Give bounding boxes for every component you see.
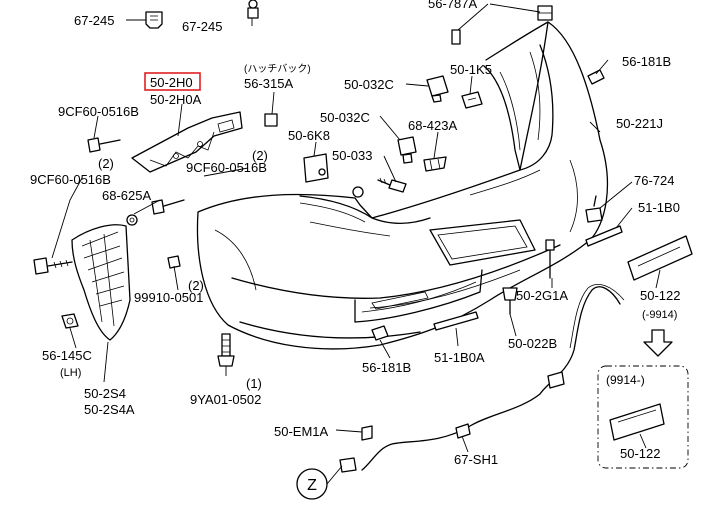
label-50-2s4: 50-2S4 bbox=[84, 386, 126, 401]
label-50-032c-a: 50-032C bbox=[344, 77, 394, 92]
label-50-122-b: 50-122 bbox=[620, 446, 660, 461]
nut-68-625a-icon bbox=[126, 214, 138, 226]
grommet-50-032c-top-icon bbox=[426, 75, 449, 103]
label-9cf60-mid: 9CF60-0516B bbox=[186, 160, 267, 175]
screw-50-033-icon bbox=[377, 177, 407, 193]
label-hatchback: (ハッチバック) bbox=[244, 63, 311, 75]
label-56-181b-top-icon bbox=[587, 69, 605, 85]
label-9cf60-left: 9CF60-0516B bbox=[30, 172, 111, 187]
bolt-9ya01-icon bbox=[217, 333, 235, 367]
label-qty2-a: (2) bbox=[252, 148, 268, 163]
cap-50-2g1a-icon bbox=[545, 239, 555, 279]
clip-99910-icon bbox=[167, 255, 181, 269]
label-68-625a: 68-625A bbox=[102, 188, 151, 203]
label-50-6k8: 50-6K8 bbox=[288, 128, 330, 143]
wiring-harness-67-sh1 bbox=[339, 284, 625, 473]
label-51-1b0: 51-1B0 bbox=[638, 200, 680, 215]
label-50-2h0a: 50-2H0A bbox=[150, 92, 202, 107]
label-50-032c-b: 50-032C bbox=[320, 110, 370, 125]
bolt-9cf60-left-icon bbox=[33, 257, 73, 275]
fastener-56-145c-icon bbox=[61, 313, 79, 329]
bolt-76-724-icon bbox=[585, 195, 603, 223]
side-bracket-50-2s4-icon bbox=[71, 224, 131, 341]
bracket-50-6k8-icon bbox=[303, 153, 329, 183]
label-50-022b: 50-022B bbox=[508, 336, 557, 351]
label-lh: (LH) bbox=[60, 367, 81, 379]
label-range-9914: (-9914) bbox=[642, 309, 677, 321]
zone-z-callout: Z bbox=[296, 465, 343, 500]
nut-icon bbox=[352, 186, 364, 198]
clip-67-245-icon bbox=[145, 0, 259, 29]
highlight-box-50-2h0 bbox=[144, 72, 201, 91]
label-56-787a: 56-787A bbox=[428, 0, 477, 11]
label-50-2g1a: 50-2G1A bbox=[516, 288, 568, 303]
clip-56-787a-icon bbox=[451, 5, 553, 45]
label-67-245-a: 67-245 bbox=[74, 13, 114, 28]
label-50-em1a: 50-EM1A bbox=[274, 424, 329, 439]
reflector-51-1b0a-icon bbox=[433, 311, 479, 331]
bracket-50-1k5-icon bbox=[461, 91, 483, 109]
zone-z-text: Z bbox=[307, 477, 317, 494]
label-range-9914b: (9914-) bbox=[606, 373, 645, 387]
label-9ya01-0502: 9YA01-0502 bbox=[190, 392, 261, 407]
label-67-245-b: 67-245 bbox=[182, 19, 222, 34]
reflector-51-1b0-icon bbox=[585, 225, 623, 247]
grommet-50-032c-mid-icon bbox=[397, 136, 417, 164]
label-50-122-a: 50-122 bbox=[640, 288, 680, 303]
label-50-2s4a: 50-2S4A bbox=[84, 402, 135, 417]
pad-56-315a-icon bbox=[264, 113, 278, 127]
clip-68-423a-icon bbox=[423, 156, 447, 172]
arrow-down-icon bbox=[643, 329, 673, 357]
label-qty2-c: (2) bbox=[188, 278, 204, 293]
label-qty2-b: (2) bbox=[98, 156, 114, 171]
label-50-2h0: 50-2H0 bbox=[150, 75, 193, 90]
rear-bumper-cover bbox=[196, 21, 609, 350]
label-56-181b-top: 56-181B bbox=[622, 54, 671, 69]
revision-box-9914 bbox=[597, 365, 689, 469]
plate-50-122-top-icon bbox=[627, 235, 693, 281]
label-50-1k5: 50-1K5 bbox=[450, 62, 492, 77]
label-56-181b-bottom: 56-181B bbox=[362, 360, 411, 375]
part-labels: 67-245 67-245 56-787A 56-181B 50-032C 50… bbox=[30, 0, 680, 467]
label-50-221j: 50-221J bbox=[616, 116, 663, 131]
leader-lines bbox=[51, 3, 661, 453]
bolt-9cf60-top-icon bbox=[87, 137, 121, 153]
label-9cf60-top: 9CF60-0516B bbox=[58, 104, 139, 119]
label-76-724: 76-724 bbox=[634, 173, 674, 188]
label-50-033: 50-033 bbox=[332, 148, 372, 163]
label-51-1b0a: 51-1B0A bbox=[434, 350, 485, 365]
label-68-423a: 68-423A bbox=[408, 118, 457, 133]
label-99910-0501: 99910-0501 bbox=[134, 290, 203, 305]
label-67-sh1: 67-SH1 bbox=[454, 452, 498, 467]
fastener-50-022b-icon bbox=[502, 287, 518, 315]
label-qty1: (1) bbox=[246, 376, 262, 391]
label-56-145c: 56-145C bbox=[42, 348, 92, 363]
label-56-181b-bottom-icon bbox=[371, 325, 389, 341]
label-56-315a: 56-315A bbox=[244, 76, 293, 91]
bracket-50-2h0-icon bbox=[131, 111, 243, 173]
